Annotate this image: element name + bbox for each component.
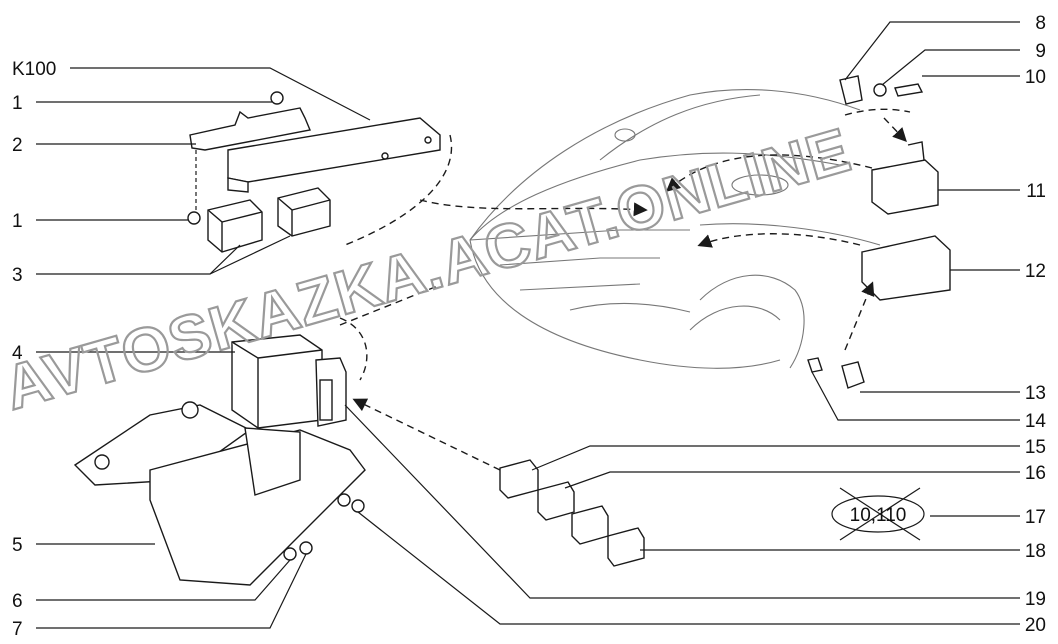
mounting-plate bbox=[187, 91, 311, 225]
watermark: AVTOSKAZKA.ACAT.ONLINE bbox=[0, 116, 858, 424]
label-20: 20 bbox=[1025, 615, 1046, 636]
dashed-arrows bbox=[339, 117, 907, 471]
label-14: 14 bbox=[1025, 411, 1047, 432]
fuse-box bbox=[231, 334, 347, 429]
label-18: 18 bbox=[1025, 541, 1046, 562]
group-arc-left bbox=[344, 134, 453, 246]
label-6: 6 bbox=[12, 591, 23, 612]
label-2: 2 bbox=[12, 135, 23, 156]
label-10: 10 bbox=[1025, 67, 1046, 88]
label-5: 5 bbox=[12, 535, 23, 556]
crossed-note-text: 10,110 bbox=[850, 505, 907, 526]
label-15: 15 bbox=[1025, 437, 1046, 458]
relay-pair bbox=[207, 187, 331, 253]
label-13: 13 bbox=[1025, 383, 1046, 404]
label-3: 3 bbox=[12, 265, 23, 286]
group-arc-fuse bbox=[339, 317, 368, 381]
label-8: 8 bbox=[1035, 13, 1046, 34]
mounting-base bbox=[73, 401, 366, 586]
leader-lines bbox=[36, 21, 1020, 629]
relay-bracket bbox=[227, 117, 441, 193]
label-19: 19 bbox=[1025, 589, 1046, 610]
label-1a: 1 bbox=[12, 93, 23, 114]
label-17: 17 bbox=[1025, 507, 1046, 528]
label-4: 4 bbox=[12, 343, 23, 364]
label-11: 11 bbox=[1026, 181, 1046, 202]
labels-left: K100 1 2 1 3 4 5 6 7 bbox=[12, 59, 56, 640]
label-9: 9 bbox=[1035, 41, 1046, 62]
right-parts bbox=[807, 75, 951, 389]
label-12: 12 bbox=[1025, 261, 1046, 282]
fuses bbox=[499, 459, 645, 567]
label-7: 7 bbox=[12, 619, 23, 640]
labels-right: 8 9 10 11 12 13 14 15 16 17 18 19 20 bbox=[1025, 13, 1047, 636]
crossed-note: 10,110 bbox=[831, 487, 925, 541]
nuts-6-7 bbox=[283, 493, 365, 561]
label-k100: K100 bbox=[12, 59, 56, 80]
label-16: 16 bbox=[1025, 463, 1046, 484]
label-1b: 1 bbox=[12, 211, 23, 232]
